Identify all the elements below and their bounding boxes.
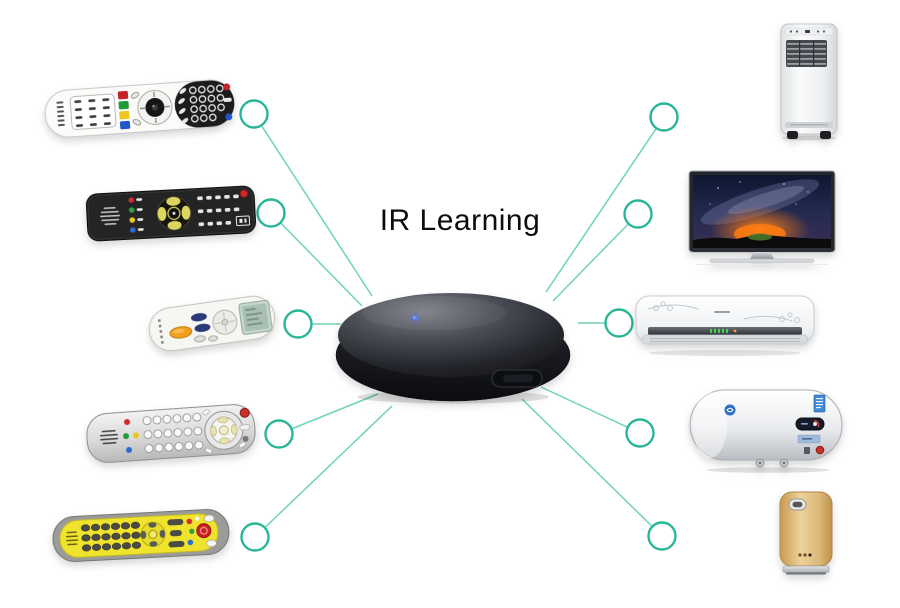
button-grid-icon xyxy=(197,194,240,227)
brand-logo-icon xyxy=(724,404,736,416)
power-button-icon xyxy=(223,83,231,91)
water-heater-icon xyxy=(688,388,852,474)
connection-node xyxy=(240,522,270,552)
connection-node xyxy=(239,99,269,129)
number-keys-icon xyxy=(188,84,225,123)
hub-top-surface xyxy=(338,293,564,377)
air-vent-grille-icon xyxy=(786,40,827,67)
connection-node xyxy=(256,198,286,228)
television-icon xyxy=(688,170,836,266)
link-line xyxy=(540,386,641,434)
link-line xyxy=(253,113,373,297)
led-indicator-icon xyxy=(412,315,418,321)
dpad-icon xyxy=(204,410,244,450)
tv-screen xyxy=(693,175,831,254)
power-button-icon xyxy=(239,189,249,198)
power-button-icon xyxy=(239,407,250,418)
link-line xyxy=(270,212,363,307)
color-keys-icon xyxy=(117,90,131,130)
portable-air-conditioner-icon xyxy=(778,22,840,142)
display-strip xyxy=(648,327,802,335)
usb-port-icon xyxy=(491,369,543,388)
connection-node xyxy=(283,309,313,339)
indicator-dots-icon xyxy=(798,553,812,557)
handle-icon xyxy=(788,498,807,511)
connection-node xyxy=(649,102,679,132)
split-air-conditioner-icon xyxy=(634,293,816,357)
ac-remote-lcd-icon xyxy=(145,291,278,356)
power-button-icon xyxy=(196,523,212,539)
dpad-icon xyxy=(137,89,173,125)
indicator-light-icon xyxy=(815,445,825,455)
link-line xyxy=(552,213,639,302)
connection-node xyxy=(623,199,653,229)
temperature-display-icon xyxy=(795,417,825,431)
connection-node xyxy=(625,418,655,448)
color-keys-icon xyxy=(123,419,140,453)
connection-node xyxy=(264,419,294,449)
tv-base xyxy=(709,258,815,263)
wheel xyxy=(787,131,798,139)
gold-air-purifier-icon xyxy=(777,491,835,577)
connection-node xyxy=(604,308,634,338)
white-tv-remote-icon xyxy=(42,75,237,142)
brand-text-icon xyxy=(100,206,121,226)
dpad-icon xyxy=(156,196,191,231)
dpad-icon xyxy=(140,521,166,547)
decor-pattern xyxy=(647,301,800,323)
vent-flap xyxy=(641,334,809,345)
wheel xyxy=(820,131,831,139)
speaker-grille-icon xyxy=(56,101,65,127)
tv-stand xyxy=(750,252,774,259)
page-title: IR Learning xyxy=(379,204,541,237)
link-line xyxy=(521,398,663,537)
brand-text-icon xyxy=(99,429,119,445)
color-keys-icon xyxy=(128,197,144,233)
connection-node xyxy=(647,521,677,551)
link-line xyxy=(545,116,665,293)
black-tv-remote-icon xyxy=(85,184,257,245)
lcd-display-icon xyxy=(238,299,273,335)
button-grid-icon xyxy=(142,412,204,453)
label-sticker xyxy=(813,394,826,413)
ir-learning-hub xyxy=(334,279,572,405)
link-line xyxy=(278,393,379,435)
link-line xyxy=(254,405,393,538)
yellow-remote-icon xyxy=(51,507,231,564)
brand-text-icon xyxy=(65,531,79,546)
silver-settop-remote-icon xyxy=(84,400,257,468)
mode-dial-icon xyxy=(212,309,238,335)
purifier-base xyxy=(782,565,830,573)
button-grid-icon xyxy=(80,521,142,552)
